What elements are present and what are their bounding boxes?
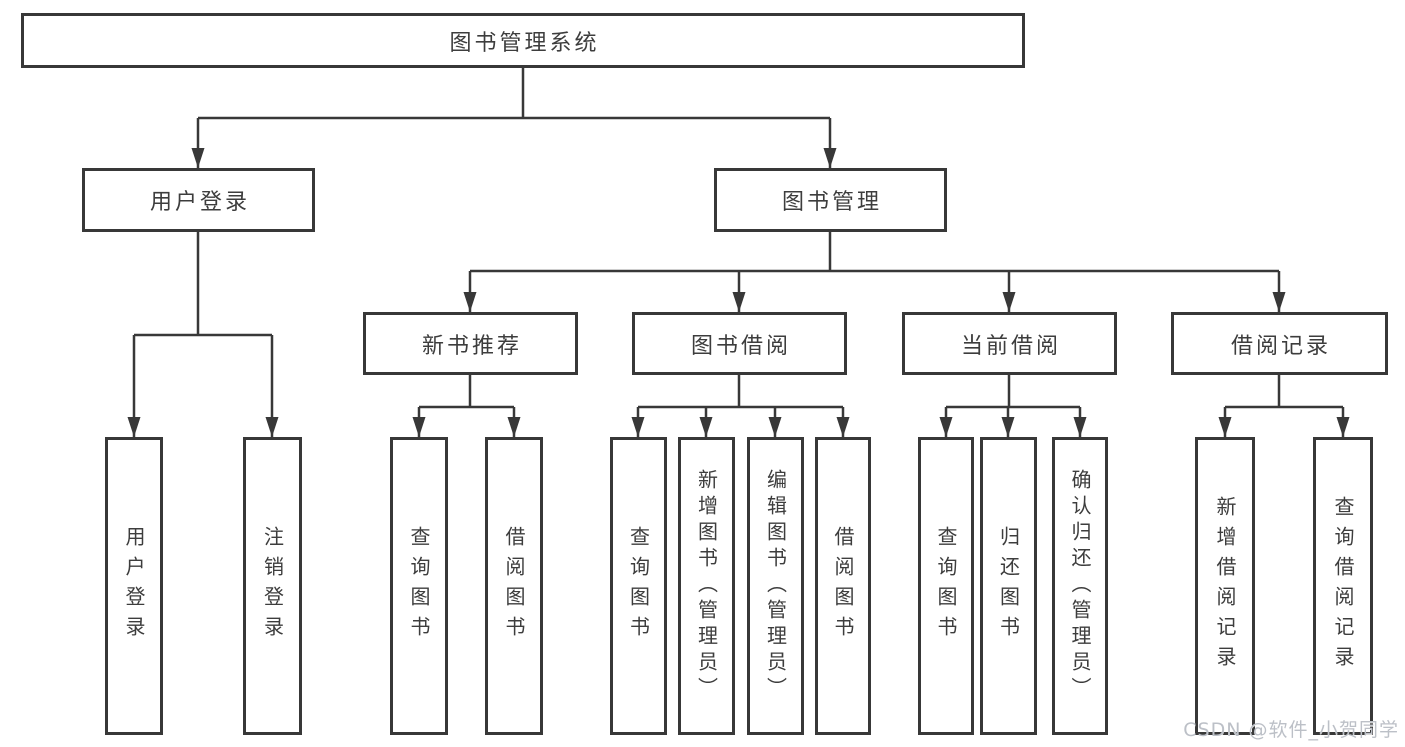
node-current-borrow: 当前借阅 [902, 312, 1117, 375]
root-node: 图书管理系统 [21, 13, 1025, 68]
leaf-borrow-books-recommend: 借阅图书 [485, 437, 543, 735]
node-borrow-records: 借阅记录 [1171, 312, 1388, 375]
leaf-query-books-borrow: 查询图书 [610, 437, 667, 735]
connector-arrows [127, 118, 1350, 437]
leaf-user-login: 用户登录 [105, 437, 163, 735]
node-user-login: 用户登录 [82, 168, 315, 232]
leaf-add-borrow-record: 新增借阅记录 [1195, 437, 1255, 735]
leaf-confirm-return-admin: 确认归还（管理员） [1052, 437, 1108, 735]
leaf-query-borrow-record: 查询借阅记录 [1313, 437, 1373, 735]
leaf-query-books-recommend: 查询图书 [390, 437, 448, 735]
node-new-book-recommend: 新书推荐 [363, 312, 578, 375]
node-book-management: 图书管理 [714, 168, 947, 232]
leaf-return-books: 归还图书 [980, 437, 1037, 735]
leaf-logout: 注销登录 [243, 437, 302, 735]
leaf-edit-books-admin: 编辑图书（管理员） [747, 437, 804, 735]
leaf-add-books-admin: 新增图书（管理员） [678, 437, 735, 735]
csdn-watermark: CSDN @软件_小贺同学 [1183, 719, 1399, 741]
connector-skeleton [134, 68, 1343, 409]
leaf-borrow-books: 借阅图书 [815, 437, 871, 735]
leaf-query-books-current: 查询图书 [918, 437, 974, 735]
node-book-borrow: 图书借阅 [632, 312, 847, 375]
